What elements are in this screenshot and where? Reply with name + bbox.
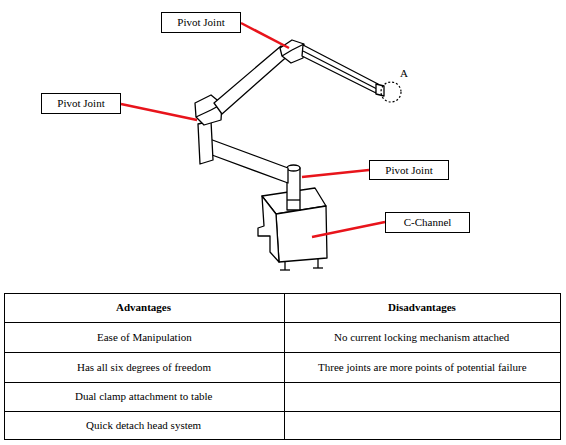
post bbox=[287, 168, 300, 210]
arm-sketch bbox=[195, 40, 384, 270]
callout-text: Pivot Joint bbox=[177, 16, 224, 29]
callout-text: Pivot Joint bbox=[385, 164, 432, 177]
forearm bbox=[302, 45, 378, 93]
table-rule bbox=[5, 322, 561, 323]
table-rule bbox=[284, 294, 285, 440]
base-foot bbox=[280, 269, 290, 270]
joint-edge bbox=[282, 50, 292, 56]
callout-box: Pivot Joint bbox=[369, 160, 449, 180]
base-front bbox=[276, 206, 327, 262]
point-label: A bbox=[400, 67, 408, 80]
table-rule bbox=[5, 411, 561, 412]
leader-line bbox=[302, 170, 369, 177]
joint-edge bbox=[196, 110, 211, 117]
table-cell: Quick detach head system bbox=[86, 419, 201, 432]
base-leg bbox=[317, 259, 318, 268]
post-top bbox=[287, 165, 300, 171]
table-cell: Dual clamp attachment to table bbox=[75, 390, 212, 403]
upper-arm bbox=[214, 46, 291, 114]
table-border bbox=[5, 294, 561, 440]
post-collar bbox=[287, 199, 300, 200]
table-cell: Three joints are more points of potentia… bbox=[318, 361, 527, 374]
callout-box: Pivot Joint bbox=[161, 12, 241, 33]
table-grid bbox=[5, 294, 561, 440]
table-cell: Has all six degrees of freedom bbox=[77, 361, 211, 374]
table-cell: Ease of Manipulation bbox=[97, 331, 192, 344]
table-rule bbox=[5, 352, 561, 353]
leader-line bbox=[241, 23, 289, 48]
table-header: Disadvantages bbox=[388, 301, 456, 314]
callout-text: C-Channel bbox=[404, 216, 452, 229]
callout-box: C-Channel bbox=[385, 212, 470, 233]
leader-line bbox=[312, 222, 385, 237]
callout-text: Pivot Joint bbox=[57, 97, 104, 110]
table-rule bbox=[5, 382, 561, 383]
base-side bbox=[258, 196, 279, 262]
joint-block bbox=[280, 40, 304, 63]
upright-segment bbox=[198, 121, 213, 164]
leader-line bbox=[121, 104, 197, 120]
lower-arm bbox=[207, 138, 288, 183]
table-cell: No current locking mechanism attached bbox=[334, 331, 509, 344]
base-foot bbox=[313, 267, 323, 268]
base-leg bbox=[284, 262, 285, 270]
leader-lines bbox=[121, 23, 385, 237]
point-a-circle bbox=[381, 82, 401, 102]
callout-box: Pivot Joint bbox=[41, 93, 121, 114]
forearm-rod bbox=[303, 51, 377, 89]
table-header: Advantages bbox=[116, 301, 171, 314]
